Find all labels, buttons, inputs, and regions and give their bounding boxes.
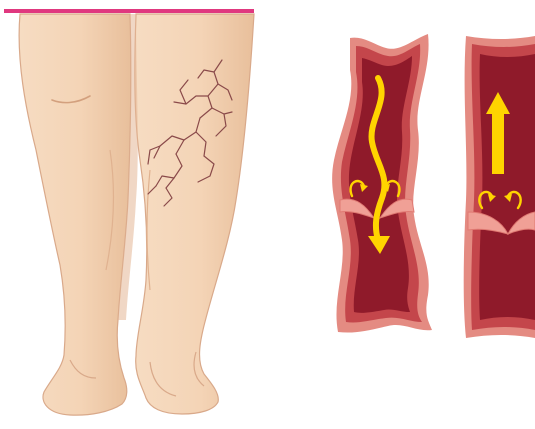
right-leg: [135, 14, 254, 414]
damaged-vein-valve-icon: [332, 34, 432, 333]
healthy-vein-lumen: [479, 54, 535, 320]
hem-band: [4, 9, 254, 13]
upward-flow-arrow-shaft: [492, 112, 504, 174]
legs-varicose-veins-icon: [4, 9, 254, 415]
left-leg: [19, 14, 131, 415]
healthy-vein-valve-icon: [464, 36, 535, 338]
